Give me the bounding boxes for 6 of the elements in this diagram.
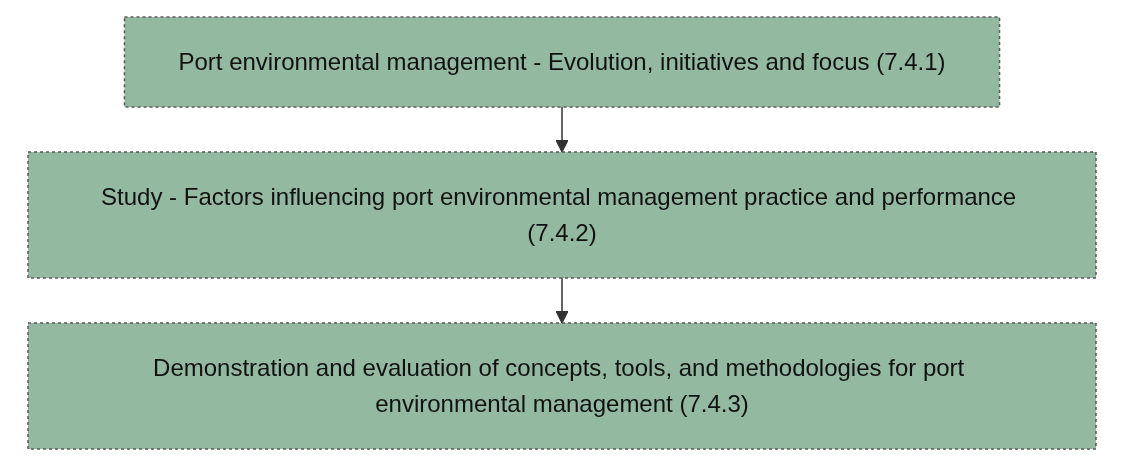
node-box xyxy=(123,16,1001,108)
flowchart: Port environmental management - Evolution, initiatives and focus (7.4.1) Study - Factors influencing port environmental management practice and performance (7.4.2) Demonstration and evaluation of concepts, tools, and methodologies for port environmental management (7.4.3) xyxy=(16,5,1108,461)
arrow xyxy=(555,106,569,153)
arrow xyxy=(555,277,569,324)
node-box xyxy=(27,322,1097,450)
node-box xyxy=(27,151,1097,279)
